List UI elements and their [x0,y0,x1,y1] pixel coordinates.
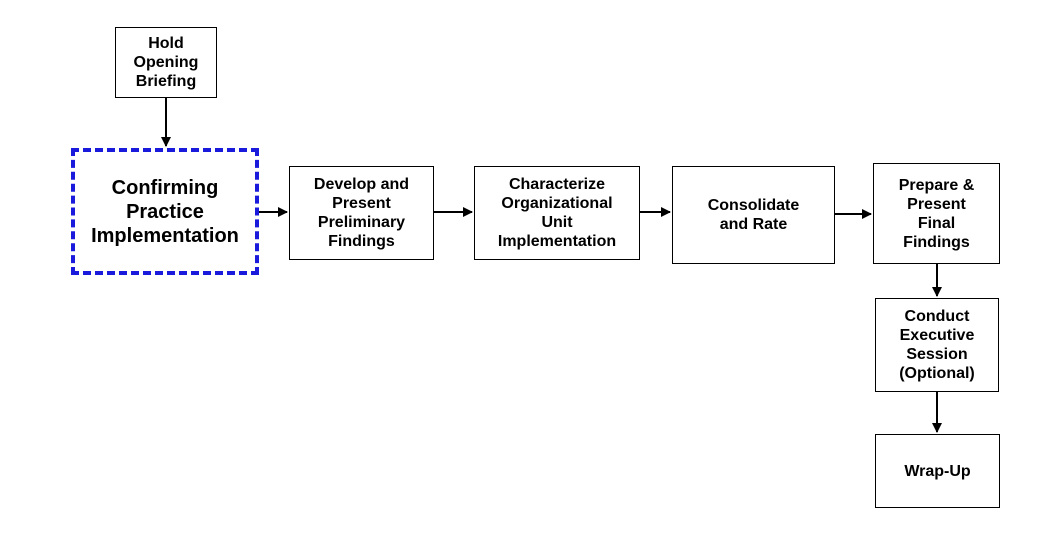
node-consolidate-and-rate: Consolidate and Rate [672,166,835,264]
node-characterize-organizational-unit-implementation: Characterize Organizational Unit Impleme… [474,166,640,260]
node-wrap-up: Wrap-Up [875,434,1000,508]
node-conduct-executive-session: Conduct Executive Session (Optional) [875,298,999,392]
node-confirming-practice-implementation: Confirming Practice Implementation [71,148,259,275]
node-hold-opening-briefing: Hold Opening Briefing [115,27,217,98]
node-develop-present-preliminary-findings: Develop and Present Preliminary Findings [289,166,434,260]
node-prepare-present-final-findings: Prepare & Present Final Findings [873,163,1000,264]
